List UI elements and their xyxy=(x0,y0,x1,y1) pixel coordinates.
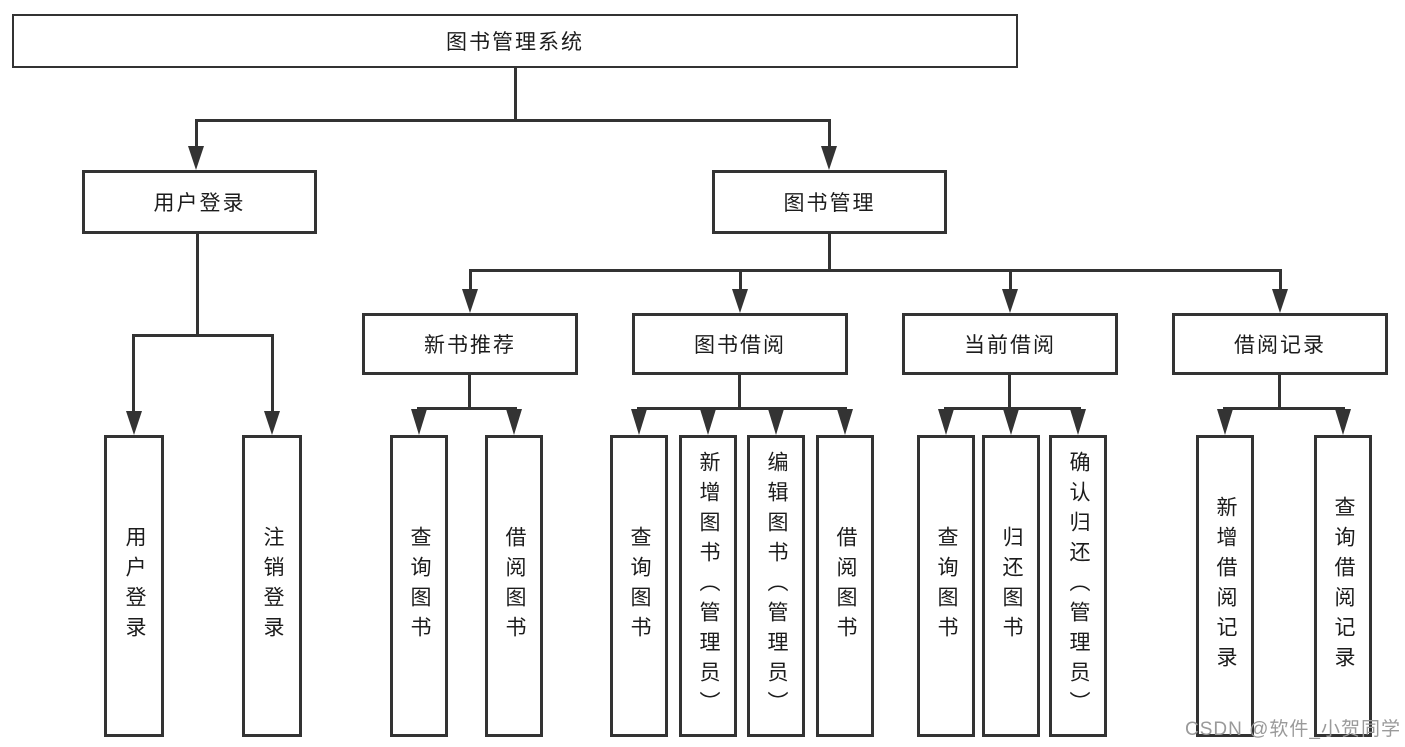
csdn-watermark: CSDN @软件_小贺同学 xyxy=(1185,719,1401,740)
node-root: 图书管理系统 xyxy=(12,14,1018,68)
connector-borrowrecord-stem xyxy=(1278,375,1281,410)
node-new-book-recommend-label: 新书推荐 xyxy=(424,334,516,357)
leaf-user-login-label: 用户登录 xyxy=(123,526,146,646)
connector-stem-leaf-user-login xyxy=(132,334,135,413)
node-book-management: 图书管理 xyxy=(712,170,947,234)
arrowhead-leaf-confirm-return xyxy=(1070,409,1086,435)
arrowhead-leaf-query-3 xyxy=(938,409,954,435)
connector-borrowrecord-bar xyxy=(1223,407,1345,410)
connector-newbook-stem xyxy=(468,375,471,410)
leaf-return-book: 归还图书 xyxy=(982,435,1040,737)
leaf-borrow-book-2-label: 借阅图书 xyxy=(834,526,857,646)
node-book-borrow: 图书借阅 xyxy=(632,313,848,375)
leaf-query-book-1: 查询图书 xyxy=(390,435,448,737)
connector-bookborrow-bar xyxy=(637,407,847,410)
connector-stem-book-borrow xyxy=(739,269,742,293)
connector-stem-current-borrow xyxy=(1009,269,1012,293)
leaf-query-book-1-label: 查询图书 xyxy=(408,526,431,646)
leaf-confirm-return-admin: 确认归还（管理员） xyxy=(1049,435,1107,737)
connector-currentborrow-stem xyxy=(1008,375,1011,410)
connector-newbook-bar xyxy=(417,407,517,410)
node-new-book-recommend: 新书推荐 xyxy=(362,313,578,375)
node-user-login: 用户登录 xyxy=(82,170,317,234)
arrowhead-leaf-edit-book xyxy=(768,409,784,435)
node-user-login-label: 用户登录 xyxy=(153,192,246,215)
node-current-borrow-label: 当前借阅 xyxy=(964,334,1056,357)
arrowhead-leaf-return xyxy=(1003,409,1019,435)
arrowhead-leaf-query-2 xyxy=(631,409,647,435)
leaf-add-book-admin: 新增图书（管理员） xyxy=(679,435,737,737)
connector-root-stem xyxy=(514,66,517,121)
node-borrow-record: 借阅记录 xyxy=(1172,313,1388,375)
arrowhead-current-borrow xyxy=(1002,289,1018,313)
node-book-management-label: 图书管理 xyxy=(783,192,876,215)
leaf-confirm-return-admin-label: 确认归还（管理员） xyxy=(1067,451,1090,721)
connector-bookmgmt-stem xyxy=(828,234,831,272)
arrowhead-borrow-record xyxy=(1272,289,1288,313)
leaf-query-borrow-record-label: 查询借阅记录 xyxy=(1332,496,1355,676)
connector-stem-book-management xyxy=(828,119,831,149)
leaf-query-book-2: 查询图书 xyxy=(610,435,668,737)
connector-bookmgmt-bar xyxy=(469,269,1281,272)
leaf-query-book-2-label: 查询图书 xyxy=(628,526,651,646)
arrowhead-new-book xyxy=(462,289,478,313)
leaf-query-borrow-record: 查询借阅记录 xyxy=(1314,435,1372,737)
connector-bookborrow-stem xyxy=(738,375,741,410)
leaf-add-book-admin-label: 新增图书（管理员） xyxy=(697,451,720,721)
arrowhead-user-login xyxy=(188,146,204,170)
leaf-logout-label: 注销登录 xyxy=(261,526,284,646)
leaf-return-book-label: 归还图书 xyxy=(1000,526,1023,646)
node-borrow-record-label: 借阅记录 xyxy=(1234,334,1326,357)
node-root-label: 图书管理系统 xyxy=(446,31,584,54)
leaf-query-book-3: 查询图书 xyxy=(917,435,975,737)
arrowhead-leaf-user-login xyxy=(126,411,142,435)
connector-stem-user-login xyxy=(195,119,198,149)
arrowhead-leaf-add-record xyxy=(1217,409,1233,435)
node-book-borrow-label: 图书借阅 xyxy=(694,334,786,357)
arrowhead-leaf-borrow-1 xyxy=(506,409,522,435)
node-current-borrow: 当前借阅 xyxy=(902,313,1118,375)
connector-stem-borrow-record xyxy=(1279,269,1282,293)
connector-stem-new-book xyxy=(469,269,472,293)
arrowhead-book-borrow xyxy=(732,289,748,313)
leaf-edit-book-admin: 编辑图书（管理员） xyxy=(747,435,805,737)
connector-user-branch-bar xyxy=(132,334,274,337)
leaf-add-borrow-record-label: 新增借阅记录 xyxy=(1214,496,1237,676)
leaf-user-login: 用户登录 xyxy=(104,435,164,737)
arrowhead-leaf-query-record xyxy=(1335,409,1351,435)
arrowhead-leaf-query-1 xyxy=(411,409,427,435)
connector-stem-leaf-logout xyxy=(271,334,274,413)
leaf-borrow-book-1: 借阅图书 xyxy=(485,435,543,737)
leaf-add-borrow-record: 新增借阅记录 xyxy=(1196,435,1254,737)
leaf-borrow-book-1-label: 借阅图书 xyxy=(503,526,526,646)
arrowhead-leaf-logout xyxy=(264,411,280,435)
connector-user-branch-stem xyxy=(196,234,199,337)
leaf-logout: 注销登录 xyxy=(242,435,302,737)
leaf-edit-book-admin-label: 编辑图书（管理员） xyxy=(765,451,788,721)
arrowhead-leaf-add-book xyxy=(700,409,716,435)
leaf-borrow-book-2: 借阅图书 xyxy=(816,435,874,737)
arrowhead-leaf-borrow-2 xyxy=(837,409,853,435)
arrowhead-book-management xyxy=(821,146,837,170)
leaf-query-book-3-label: 查询图书 xyxy=(935,526,958,646)
connector-root-bar xyxy=(195,119,831,122)
